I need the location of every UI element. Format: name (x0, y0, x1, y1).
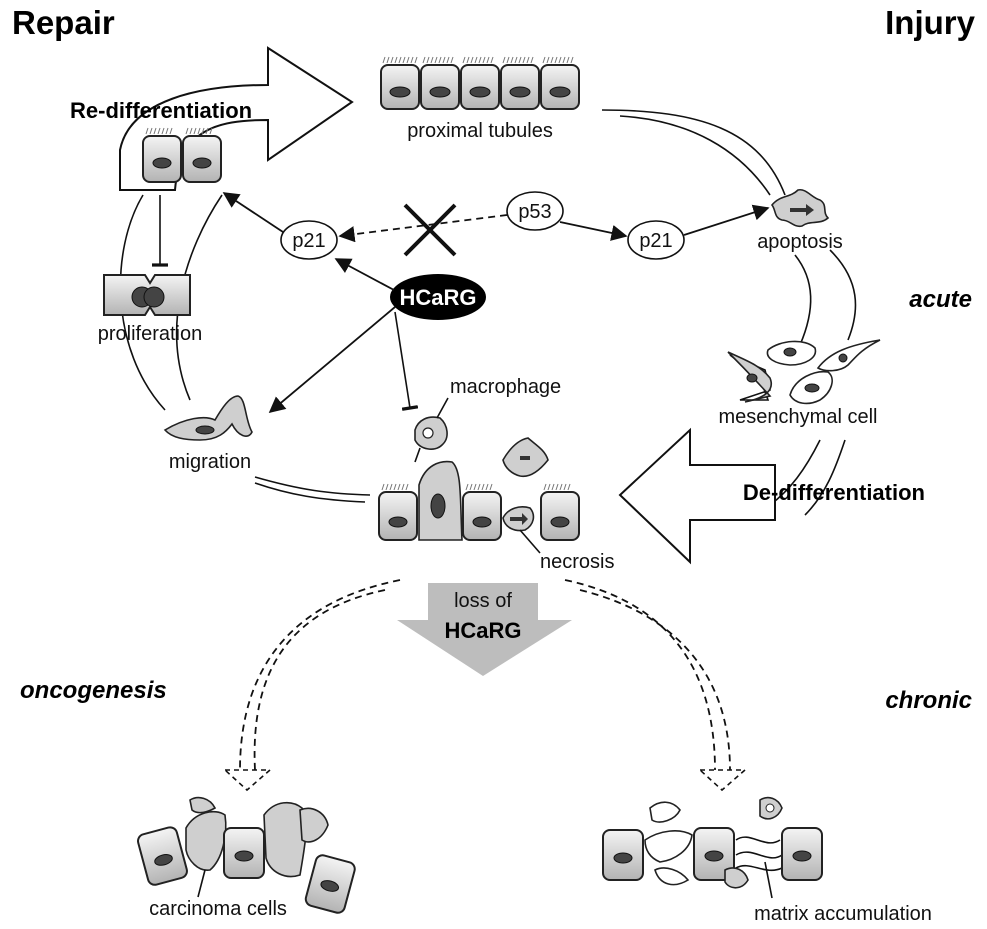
mesenchymal-cell-label: mesenchymal cell (719, 406, 878, 428)
redifferentiation-label: Re-differentiation (70, 98, 252, 123)
loss-of-label-line1: loss of (454, 590, 512, 612)
dashed-matrix-head (697, 769, 748, 792)
p21-left-node (280, 220, 338, 260)
mesenchymal-cells (727, 339, 881, 405)
dedifferentiation-label: De-differentiation (743, 480, 925, 505)
repair-title: Repair (12, 4, 115, 41)
right-cycle-line-2 (619, 115, 771, 196)
injury-title: Injury (885, 4, 975, 41)
hcarg-to-migration-arrow (268, 306, 396, 414)
p21-right-to-apoptosis-arrow (683, 204, 770, 236)
right-cycle-line-1 (601, 109, 786, 196)
macrophage-pointer (436, 397, 449, 419)
apoptosis-label: apoptosis (757, 231, 843, 253)
dashed-to-carcinoma-2 (253, 589, 386, 771)
redifferentiated-cells (142, 127, 222, 183)
p53-to-p21-right-arrow (559, 221, 628, 241)
migration-cell (163, 395, 253, 441)
necrosis-label: necrosis (540, 551, 614, 573)
proximal-tubules-label: proximal tubules (407, 120, 553, 142)
tubule-cell-2 (420, 64, 460, 110)
dashed-carcinoma-head (222, 769, 273, 792)
necrosis-pointer (519, 529, 541, 554)
macrophage-cell (414, 416, 448, 463)
tubule-cell-5 (540, 64, 580, 110)
right-cycle-line-3 (794, 254, 812, 346)
hcarg-inhibit-necrosis-line (394, 311, 419, 411)
matrix-accumulation-cells (602, 796, 823, 889)
dashed-to-carcinoma-1 (239, 579, 401, 771)
loss-of-hcarg-arrow (397, 583, 572, 676)
p21-right-label: p21 (639, 230, 672, 252)
apoptosis-cell (770, 188, 830, 228)
matrix-accumulation-label: matrix accumulation (754, 903, 932, 925)
necrosis-tubule (378, 460, 580, 541)
p53-node (506, 191, 564, 231)
carcinoma-cells-label: carcinoma cells (149, 898, 287, 920)
hcarg-label: HCaRG (399, 285, 476, 310)
proliferation-cells (103, 274, 191, 316)
dedifferentiation-arrow (618, 427, 776, 565)
p53-label: p53 (518, 201, 551, 223)
right-cycle-line-4 (829, 249, 857, 341)
dashed-to-matrix-1 (564, 579, 716, 771)
p21-left-to-redifferentiation-arrow (222, 192, 284, 233)
macrophage-label: macrophage (450, 376, 561, 398)
right-cycle-line-6 (804, 439, 846, 516)
tubule-cell-4 (500, 64, 540, 110)
acute-label: acute (909, 286, 972, 313)
hcarg-node (390, 274, 486, 320)
p21-right-node (627, 220, 685, 260)
tubule-cell-1 (380, 64, 420, 110)
chronic-label: chronic (885, 687, 972, 714)
loss-of-label-line2: HCaRG (444, 618, 521, 643)
proximal-tubules-cells (380, 56, 580, 110)
migration-label: migration (169, 451, 251, 473)
oncogenesis-label: oncogenesis (20, 677, 167, 704)
proliferation-label: proliferation (98, 323, 203, 345)
tubule-cell-3 (460, 64, 500, 110)
p21-left-label: p21 (292, 230, 325, 252)
blocked-cross (403, 203, 457, 257)
migration-to-necrosis-line-1 (254, 476, 371, 496)
hcarg-to-p21-left-arrow (334, 258, 395, 291)
carcinoma-cells (137, 796, 356, 914)
dashed-to-matrix-2 (579, 589, 731, 771)
carcinoma-pointer (197, 869, 206, 898)
matrix-pointer (764, 861, 773, 899)
migration-to-necrosis-line-2 (254, 482, 366, 503)
